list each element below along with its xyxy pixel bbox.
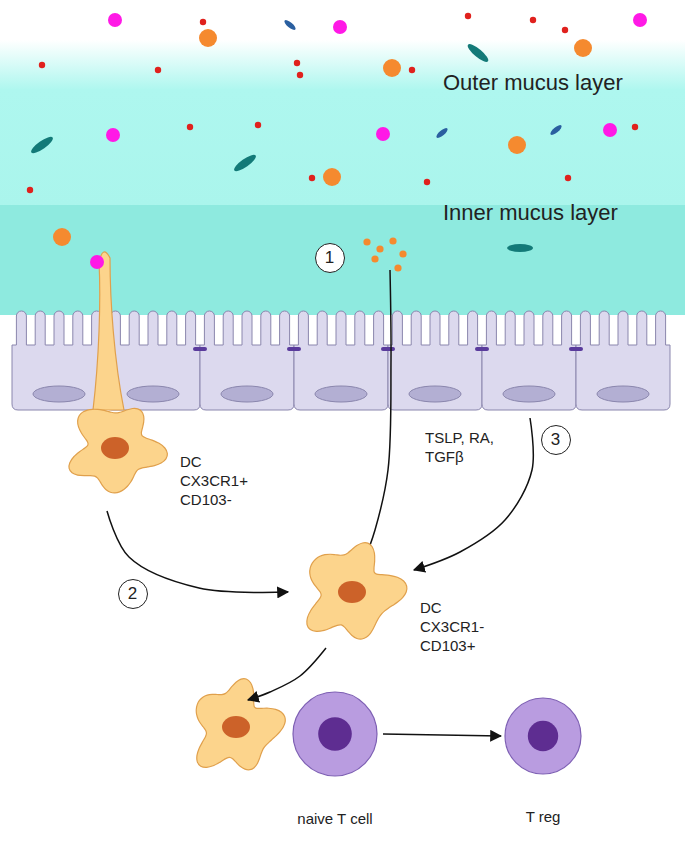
bacterium — [255, 122, 261, 128]
bacterium — [39, 62, 45, 68]
epithelial-cell — [294, 311, 388, 410]
epithelial-cell — [482, 311, 576, 410]
antigen-particle — [363, 238, 370, 245]
bacterium — [187, 124, 193, 130]
antigen-particle — [389, 237, 396, 244]
tight-junction — [569, 347, 583, 351]
bacterium — [465, 13, 471, 19]
layer-label: Inner mucus layer — [443, 200, 618, 226]
arrow — [248, 648, 326, 700]
bacterium — [323, 168, 341, 186]
bacterium — [562, 27, 568, 33]
cell-nucleus — [409, 386, 461, 402]
bacterium — [283, 19, 297, 32]
mucus-band: Outer mucus layer — [0, 40, 685, 205]
callout-number: 3 — [541, 425, 571, 455]
bacterium — [507, 244, 533, 252]
signal-label: TSLP, RA, TGFβ — [425, 428, 495, 466]
bacterium — [155, 67, 161, 73]
cell-nucleus — [503, 386, 555, 402]
cell-label: T reg — [526, 808, 561, 825]
cell-label: DC CX3CR1- CD103+ — [420, 598, 484, 655]
bacterium — [199, 29, 217, 47]
bacterium — [409, 67, 415, 73]
antigen-particle — [376, 245, 383, 252]
antigen-particle — [371, 255, 378, 262]
cell-nucleus — [338, 581, 366, 603]
tight-junction — [381, 347, 395, 351]
cell-nucleus — [315, 386, 367, 402]
cell-shape — [62, 392, 168, 504]
layer-label: Outer mucus layer — [443, 70, 623, 96]
epithelial-cell — [200, 311, 294, 410]
epithelial-cell — [12, 311, 106, 410]
antigen-particle — [399, 250, 406, 257]
bacterium — [465, 42, 490, 65]
cell-body — [505, 698, 581, 774]
cell-nucleus — [33, 386, 85, 402]
cell-nucleus — [318, 717, 352, 751]
epithelial-cell — [388, 311, 482, 410]
cell-nucleus — [597, 386, 649, 402]
cell-nucleus — [528, 721, 558, 751]
arrow — [362, 270, 391, 566]
cell-shape — [503, 696, 583, 776]
bacterium — [633, 13, 647, 27]
bacterium — [232, 152, 258, 173]
bacterium — [574, 39, 592, 57]
callout-number: 1 — [315, 243, 345, 273]
cell-nucleus — [221, 386, 273, 402]
bacterium — [294, 60, 300, 66]
bacterium — [200, 19, 206, 25]
bacterium — [53, 228, 71, 246]
microbiota — [27, 13, 647, 272]
bacterium — [108, 13, 122, 27]
bacterium — [333, 20, 347, 34]
dendrite — [93, 252, 124, 410]
bacterium — [435, 127, 449, 140]
dendritic-cell — [196, 679, 285, 770]
cell-nucleus — [127, 386, 179, 402]
cell-label: naive T cell — [297, 810, 372, 827]
t-cell: naive T cell — [291, 690, 379, 827]
cell-shape — [288, 540, 416, 644]
bacterium — [530, 17, 536, 23]
cell-body — [307, 543, 407, 639]
bacterium — [309, 175, 315, 181]
cell-label: DC CX3CR1+ CD103- — [180, 452, 248, 509]
cell-nucleus — [101, 437, 129, 459]
outer-mucus-band — [0, 40, 685, 206]
tight-junction — [287, 347, 301, 351]
arrow — [383, 734, 501, 736]
cell-body — [69, 408, 167, 492]
dendritic-cell: DC CX3CR1+ CD103- — [62, 392, 250, 511]
bacterium — [376, 127, 390, 141]
bacterium — [565, 175, 571, 181]
bacterium — [297, 72, 303, 78]
bacterium — [424, 179, 430, 185]
bacterium — [603, 123, 617, 137]
dendritic-cell: DC CX3CR1- CD103+ — [288, 540, 486, 657]
arrow — [414, 418, 533, 570]
bacterium — [29, 134, 55, 155]
t-cell: T reg — [503, 696, 583, 825]
cell-shape — [291, 690, 379, 778]
bacterium — [632, 124, 638, 130]
cell-nucleus — [222, 716, 250, 738]
bacterium — [106, 128, 120, 142]
epithelial-cell — [576, 311, 670, 410]
cell-body — [293, 692, 377, 776]
callout-number: 2 — [118, 579, 148, 609]
bacterium — [27, 187, 33, 193]
bacterium — [549, 124, 563, 137]
tight-junction — [193, 347, 207, 351]
bacterium — [508, 136, 526, 154]
antigen-particle — [394, 264, 401, 271]
bacterium — [383, 59, 401, 77]
tight-junction — [475, 347, 489, 351]
bacterium — [90, 255, 104, 269]
